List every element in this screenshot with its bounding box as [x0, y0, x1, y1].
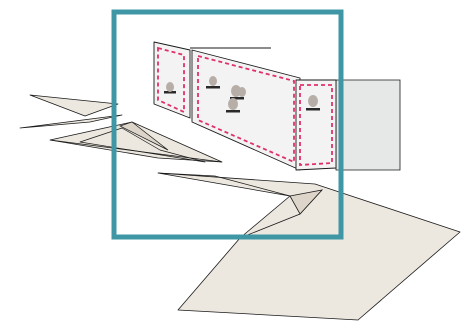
object-figure — [308, 95, 318, 107]
shelf — [206, 86, 220, 89]
panel-large-center — [192, 50, 300, 170]
shelf — [226, 110, 240, 113]
object-figure — [209, 76, 217, 86]
panel-narrow-right — [296, 80, 336, 170]
object-figure — [228, 98, 238, 110]
object-figure — [166, 82, 174, 92]
side-panel-right — [336, 80, 400, 170]
shelf — [306, 108, 320, 111]
object-figure — [238, 87, 246, 97]
panel-small-left — [154, 42, 190, 118]
paper-sheet-lower — [158, 173, 460, 320]
